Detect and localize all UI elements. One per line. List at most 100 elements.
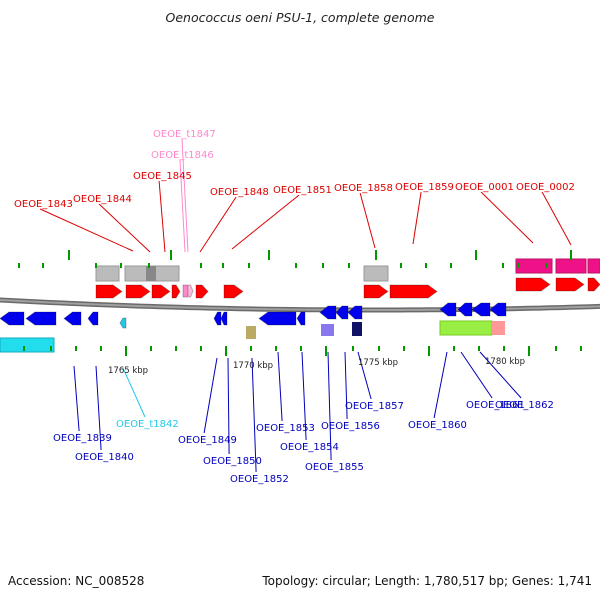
tick-mark [295, 263, 297, 268]
gene-label: OEOE_1840 [75, 452, 134, 463]
feature-band [363, 265, 389, 282]
tick-mark [100, 346, 102, 351]
tick-mark [222, 263, 224, 268]
tick-mark [428, 346, 430, 356]
tick-mark [325, 346, 327, 356]
feature-band [246, 326, 256, 339]
gene-arrow [25, 311, 57, 326]
gene-arrow [125, 284, 151, 299]
tick-mark [475, 250, 477, 260]
tick-mark [300, 346, 302, 351]
gene-arrow [347, 305, 363, 320]
scale-label: 1775 kbp [358, 358, 398, 368]
gene-label: OEOE_1848 [210, 187, 269, 198]
gene-arrow [187, 284, 194, 298]
gene-label: OEOE_1858 [334, 183, 393, 194]
tick-mark [322, 263, 324, 268]
gene-arrow [95, 284, 123, 299]
tick-mark [75, 346, 77, 351]
tick-mark [403, 346, 405, 351]
gene-label: OEOE_t1846 [151, 150, 214, 161]
tick-mark [450, 263, 452, 268]
tick-mark [175, 346, 177, 351]
label-leader [327, 351, 332, 461]
gene-arrow [258, 311, 297, 326]
label-leader [95, 365, 102, 451]
tick-mark [170, 250, 172, 260]
tick-mark [528, 346, 530, 356]
tick-mark [95, 263, 97, 268]
label-leader [98, 203, 151, 253]
label-leader [158, 180, 166, 253]
map-title: Oenococcus oeni PSU-1, complete genome [165, 10, 435, 25]
gene-arrow [363, 284, 389, 299]
tick-mark [555, 346, 557, 351]
tick-mark [580, 346, 582, 351]
gene-label: OEOE_1856 [321, 421, 380, 432]
feature-band [321, 324, 334, 336]
backbone-highlight [0, 298, 600, 311]
tick-mark [68, 250, 70, 260]
tick-mark [268, 250, 270, 260]
gene-label: OEOE_1852 [230, 474, 289, 485]
gene-label: OEOE_1860 [408, 420, 467, 431]
label-leader [122, 367, 146, 418]
label-leader [203, 357, 218, 434]
gene-arrow [195, 284, 209, 299]
scale-label: 1765 kbp [108, 366, 148, 376]
tick-mark [503, 346, 505, 351]
gene-arrow [471, 302, 491, 317]
gene-label: OEOE_1854 [280, 442, 339, 453]
tick-mark [50, 346, 52, 351]
gene-arrow [63, 311, 82, 326]
scale-label: 1770 kbp [233, 361, 273, 371]
tick-mark [545, 263, 547, 268]
label-leader [480, 191, 534, 244]
gene-label: OEOE_1843 [14, 199, 73, 210]
gene-arrow [457, 302, 473, 317]
feature-band [95, 265, 120, 282]
gene-arrow [389, 284, 438, 299]
tick-mark [248, 263, 250, 268]
tick-mark [375, 250, 377, 260]
gene-label: OEOE_1850 [203, 456, 262, 467]
feature-band [492, 321, 505, 335]
gene-arrow [296, 311, 306, 326]
gene-arrow [151, 284, 171, 299]
label-leader [359, 192, 376, 249]
label-leader [179, 159, 186, 253]
gene-arrow [439, 302, 457, 317]
feature-band [555, 258, 587, 274]
gene-label: OEOE_1859 [395, 182, 454, 193]
gene-label: OEOE_0001 [455, 182, 514, 193]
tick-mark [400, 263, 402, 268]
gene-arrow [171, 284, 181, 299]
tick-mark [200, 346, 202, 351]
tick-mark [517, 263, 519, 268]
gene-label: OEOE_1853 [256, 423, 315, 434]
gene-arrow [223, 284, 244, 299]
feature-band [0, 337, 55, 353]
tick-mark [502, 263, 504, 268]
gene-arrow [119, 317, 127, 329]
feature-band [515, 258, 553, 274]
tick-mark [425, 263, 427, 268]
tick-mark [453, 346, 455, 351]
gene-label: OEOE_1849 [178, 435, 237, 446]
gene-label: OEOE_1839 [53, 433, 112, 444]
label-leader [344, 351, 348, 420]
label-leader [199, 196, 237, 253]
gene-arrow [515, 277, 551, 292]
label-leader [251, 357, 257, 473]
tick-mark [150, 346, 152, 351]
gene-arrow [587, 277, 600, 292]
label-leader [460, 351, 493, 399]
tick-mark [23, 346, 25, 351]
gene-label: OEOE_1844 [73, 194, 132, 205]
gene-label: OEOE_1857 [345, 401, 404, 412]
label-leader [301, 351, 307, 441]
tick-mark [570, 250, 572, 260]
gene-label: OEOE_t1847 [153, 129, 216, 140]
tick-mark [18, 263, 20, 268]
